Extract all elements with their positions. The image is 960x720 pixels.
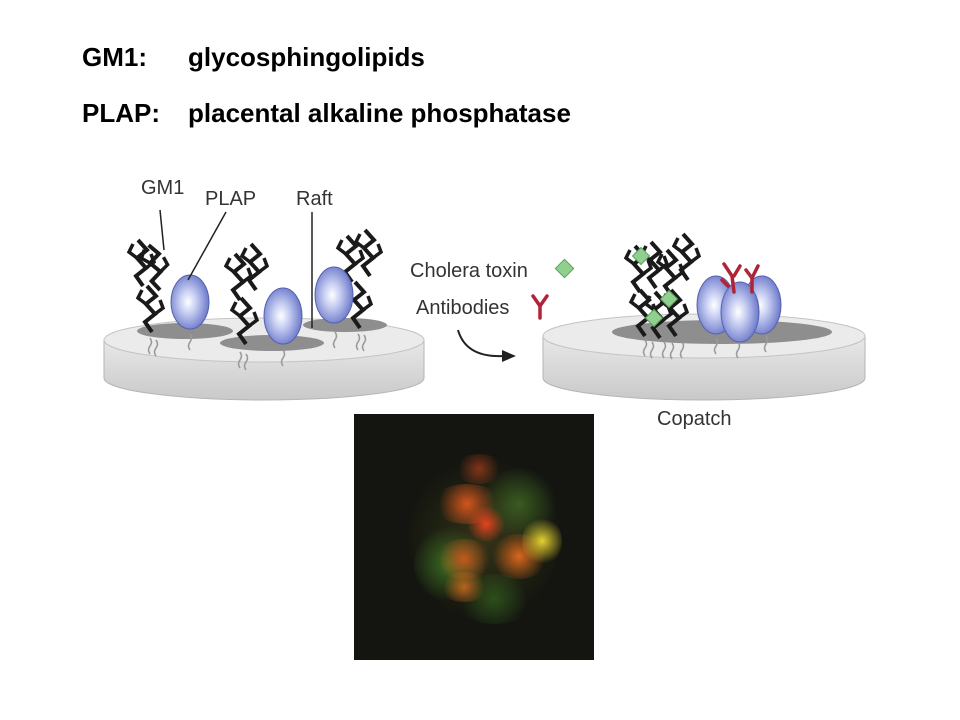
plap-label: PLAP — [205, 188, 256, 210]
red-signal — [454, 454, 504, 484]
raft-label: Raft — [296, 188, 333, 210]
gm1-leader-line — [159, 209, 165, 251]
process-arrow — [457, 329, 505, 358]
antibodies-label: Antibodies — [416, 297, 509, 319]
bound-antibodies — [720, 262, 760, 294]
cholera-toxin-bound — [631, 246, 679, 328]
gm1-label: GM1 — [141, 177, 184, 199]
cholera-toxin-label: Cholera toxin — [410, 260, 528, 282]
plap-protein — [314, 266, 354, 324]
red-signal — [439, 572, 489, 602]
raft-patch — [303, 318, 387, 332]
yellow-signal — [522, 516, 562, 566]
gm1-description: glycosphingolipids — [188, 42, 425, 72]
antibody-icon — [531, 294, 549, 320]
plap-description: placental alkaline phosphatase — [188, 98, 571, 128]
raft-patch — [137, 323, 233, 339]
plap-leader-line — [187, 211, 227, 281]
cholera-toxin-icon — [554, 258, 575, 279]
arrow-head-icon — [502, 350, 516, 362]
plap-definition: PLAP: placental alkaline phosphatase — [82, 98, 571, 129]
red-signal — [466, 506, 506, 542]
gm1-definition: GM1: glycosphingolipids — [82, 42, 425, 73]
raft-patch — [220, 335, 324, 351]
left-membrane-disk: GM1 PLAP Raft — [103, 177, 425, 401]
plap-abbreviation: PLAP: — [82, 98, 160, 128]
right-membrane-disk: Copatch — [542, 232, 866, 430]
gm1-abbreviation: GM1: — [82, 42, 147, 72]
copatch-label: Copatch — [657, 408, 732, 430]
plap-protein — [170, 274, 210, 330]
plap-protein — [720, 281, 760, 343]
plap-protein — [263, 287, 303, 345]
fluorescence-micrograph — [354, 414, 594, 660]
